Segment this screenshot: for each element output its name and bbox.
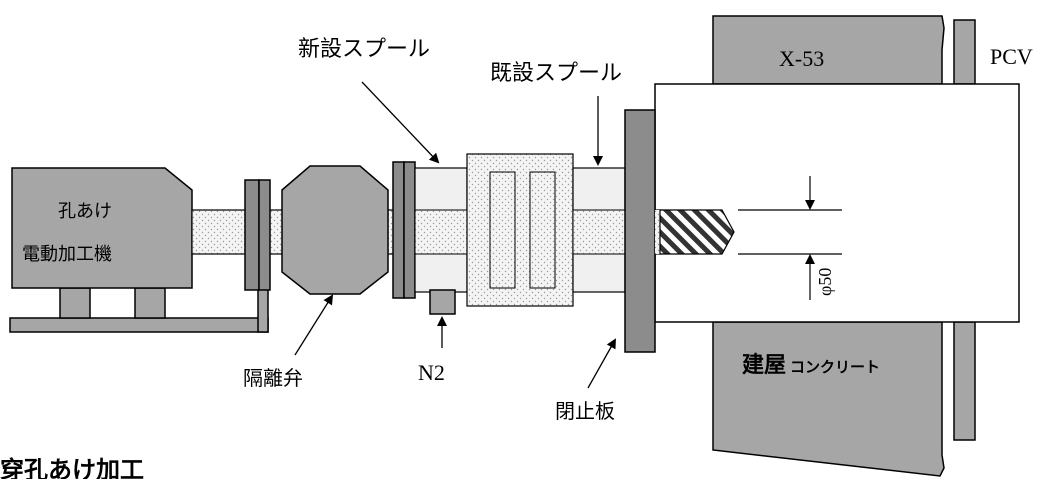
label-pcv: PCV [990,44,1033,69]
flange-plate-1 [244,179,260,291]
new-spool-shaft-band [414,209,468,255]
closure-plate [624,109,656,353]
valve-flange-2 [403,161,416,299]
leader-isolation-valve [294,294,334,356]
label-n2: N2 [418,360,445,385]
pcv-wall-lower [953,321,976,441]
label-existing-spool: 既設スプール [490,60,622,85]
leader-closure-plate [587,338,616,389]
coupling-inner-right [529,171,556,289]
label-building-concrete-main: 建屋 [742,352,786,377]
existing-spool-shaft-band [572,209,626,255]
coupling-block [466,153,574,307]
flange-plate-2 [258,179,271,291]
machine-foot-left [59,287,91,319]
machine-foot-right [134,287,166,319]
label-machine-line1: 孔あけ [58,201,112,221]
label-closure-plate: 閉止板 [555,400,615,423]
valve-flange-1 [392,161,405,299]
penetration-sleeve [654,83,1020,323]
n2-port [429,289,456,315]
leader-new-spool [361,81,440,164]
label-diameter: φ50 [815,268,835,296]
label-new-spool: 新設スプール [298,36,430,61]
label-machine-line2: 電動加工機 [22,244,112,264]
drill-shaft-inner [655,210,660,254]
building-concrete-lower [712,321,945,477]
isolation-valve [281,165,389,295]
label-building-concrete-small: コンクリート [790,359,880,376]
label-penetration: X-53 [779,46,824,71]
drilling-machine-body [11,167,193,289]
coupling-inner-left [489,171,516,289]
label-isolation-valve: 隔離弁 [243,367,303,390]
machine-base [9,317,269,333]
drill-bit [659,209,735,255]
building-concrete-upper [712,15,945,85]
pcv-wall-upper [953,19,976,85]
caption: 穿孔あけ加工 [0,456,144,479]
